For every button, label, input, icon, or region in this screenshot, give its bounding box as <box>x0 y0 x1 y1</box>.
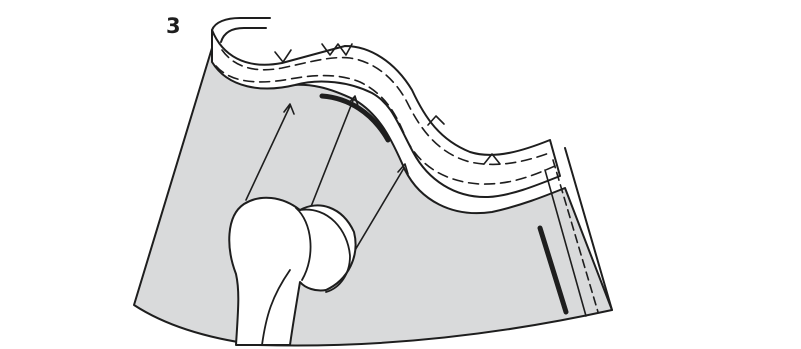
rolled-edge-inner <box>221 28 266 42</box>
